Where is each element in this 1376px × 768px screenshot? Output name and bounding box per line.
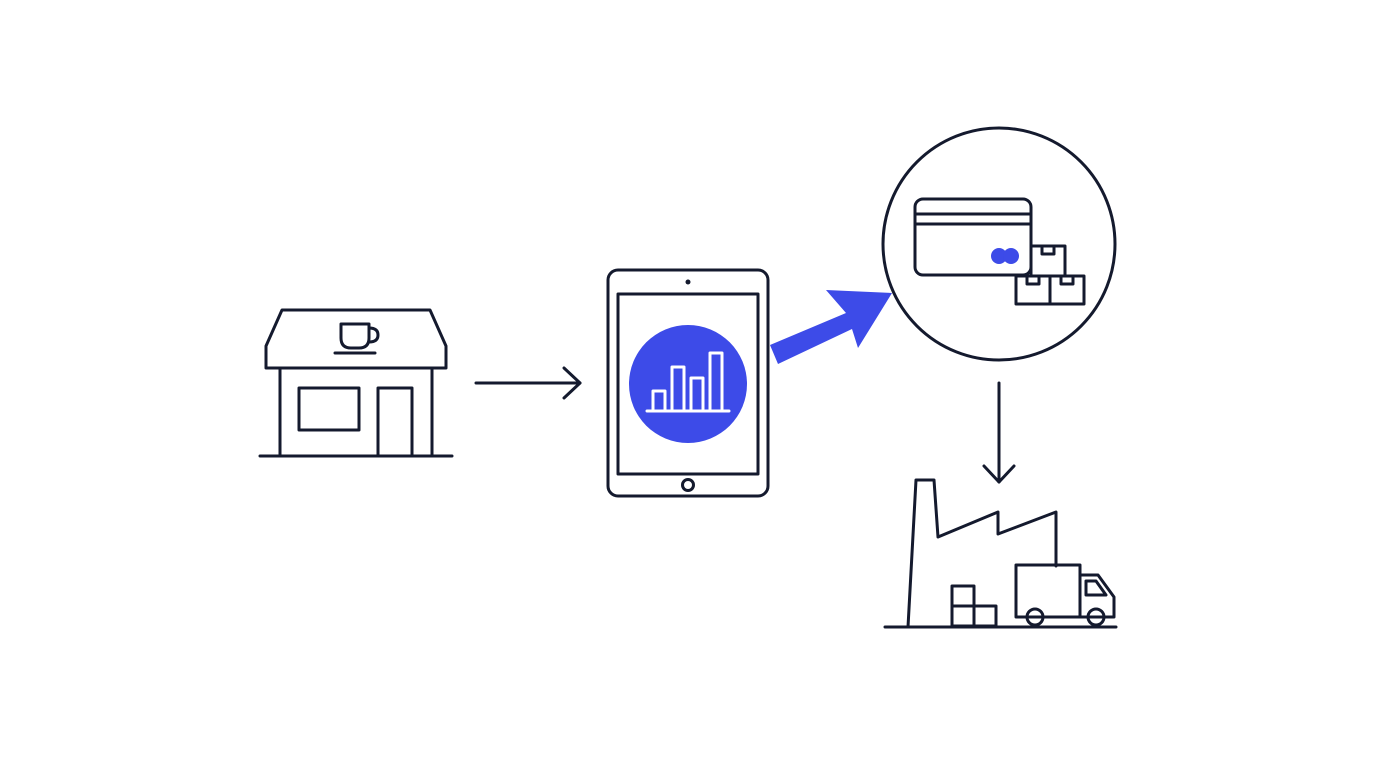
coffee-cup-icon <box>333 322 380 355</box>
tablet-screen <box>616 292 760 476</box>
factory-truck-icon <box>883 478 1118 629</box>
shop-door <box>376 386 414 458</box>
coffee-shop-icon <box>258 308 454 458</box>
arrow-store-to-tablet <box>474 366 582 400</box>
card-and-boxes-icon <box>881 126 1117 362</box>
tablet-analytics-icon <box>606 268 770 498</box>
shop-walls <box>278 366 434 458</box>
credit-card-icon <box>913 197 1033 277</box>
boxes-icon <box>1014 244 1086 306</box>
factory-outline <box>906 478 1058 629</box>
tablet-home-button <box>681 478 695 492</box>
tablet-frame <box>606 268 770 498</box>
tablet-camera <box>685 279 691 285</box>
bar-chart-icon <box>645 351 731 413</box>
payment-circle <box>881 126 1117 362</box>
shop-awning <box>264 308 448 370</box>
delivery-truck-icon <box>1014 563 1116 627</box>
bold-accent-arrow <box>770 290 892 364</box>
arrow-payment-to-factory <box>982 381 1016 484</box>
arrow-tablet-to-payment <box>770 290 892 364</box>
factory-boxes-icon <box>950 584 998 628</box>
analytics-circle <box>629 325 747 443</box>
shop-window <box>297 386 361 432</box>
